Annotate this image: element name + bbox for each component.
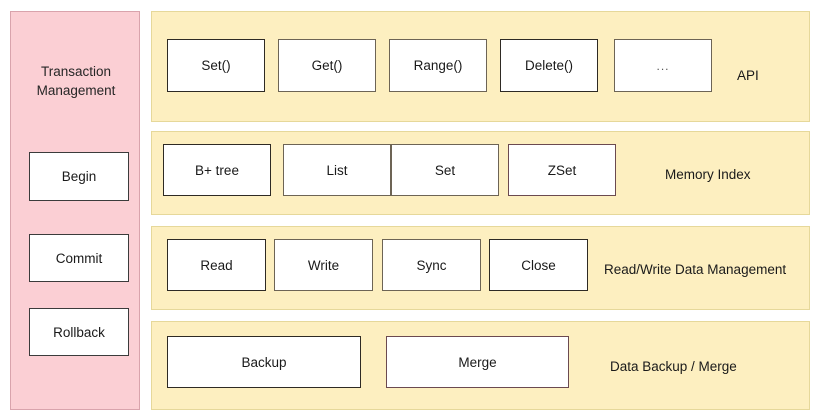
memory-cell-zset[interactable]: ZSet (508, 144, 616, 196)
layer-label-api: API (737, 68, 759, 83)
layer-label-data-backup-merge: Data Backup / Merge (610, 359, 737, 374)
rw-cell-sync[interactable]: Sync (382, 239, 481, 291)
layer-memory-index: B+ tree List Set ZSet Memory Index (151, 131, 810, 215)
memory-cell-set[interactable]: Set (391, 144, 499, 196)
layer-read-write-data-management: Read Write Sync Close Read/Write Data Ma… (151, 226, 810, 310)
memory-cell-bplus-tree[interactable]: B+ tree (163, 144, 271, 196)
transaction-box-begin[interactable]: Begin (29, 152, 129, 201)
transaction-management-title: Transaction Management (11, 62, 141, 100)
api-cell-more[interactable]: ... (614, 39, 712, 92)
rw-cell-read[interactable]: Read (167, 239, 266, 291)
transaction-title-line-2: Management (36, 83, 116, 98)
transaction-box-rollback[interactable]: Rollback (29, 308, 129, 356)
rw-cell-close[interactable]: Close (489, 239, 588, 291)
layer-data-backup-merge: Backup Merge Data Backup / Merge (151, 321, 810, 410)
layer-api: Set() Get() Range() Delete() ... API (151, 11, 810, 122)
api-cell-range[interactable]: Range() (389, 39, 487, 92)
layer-label-memory-index: Memory Index (665, 167, 751, 182)
backup-cell-merge[interactable]: Merge (386, 336, 569, 388)
transaction-management-panel: Transaction Management Begin Commit Roll… (10, 11, 140, 410)
rw-cell-write[interactable]: Write (274, 239, 373, 291)
layer-label-read-write: Read/Write Data Management (604, 262, 787, 277)
api-cell-set[interactable]: Set() (167, 39, 265, 92)
memory-cell-list[interactable]: List (283, 144, 391, 196)
transaction-box-commit[interactable]: Commit (29, 234, 129, 282)
api-cell-delete[interactable]: Delete() (500, 39, 598, 92)
transaction-title-line-1: Transaction (40, 64, 112, 79)
api-cell-get[interactable]: Get() (278, 39, 376, 92)
backup-cell-backup[interactable]: Backup (167, 336, 361, 388)
